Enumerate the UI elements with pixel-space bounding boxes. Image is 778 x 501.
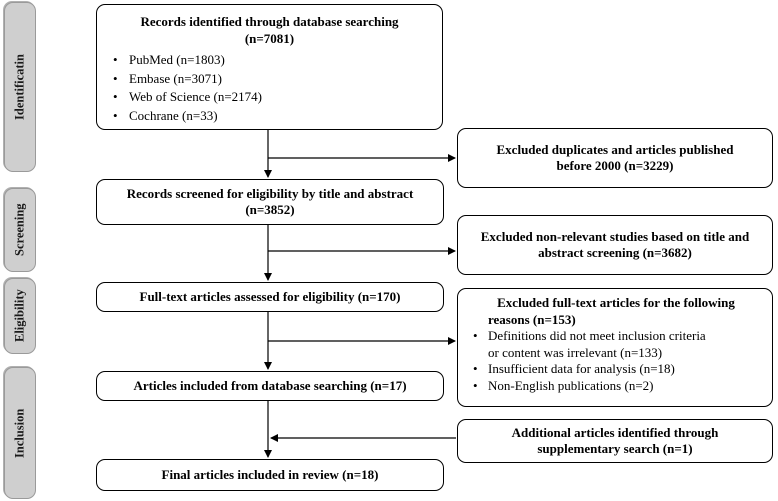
excluded-nonrelevant-box: Excluded non-relevant studies based on t… xyxy=(457,215,773,275)
excluded-duplicates-line: Excluded duplicates and articles publish… xyxy=(496,141,734,157)
included-database-box: Articles included from database searchin… xyxy=(96,371,444,401)
database-item: Cochrane (n=33) xyxy=(113,107,442,126)
additional-articles-line: supplementary search (n=1) xyxy=(537,441,693,456)
final-included-label: Final articles included in review (n=18) xyxy=(161,466,379,482)
final-included-box: Final articles included in review (n=18) xyxy=(96,459,444,491)
included-database-label: Articles included from database searchin… xyxy=(133,377,407,393)
exclusion-reason: Non-English publications (n=2) xyxy=(468,378,764,395)
exclusion-reason-line: Non-English publications (n=2) xyxy=(488,377,654,393)
exclusion-reason: Definitions did not meet inclusion crite… xyxy=(468,328,764,361)
excluded-nonrelevant-line: abstract screening (n=3682) xyxy=(538,245,692,260)
exclusion-reason-line: or content was irrelevant (n=133) xyxy=(488,344,663,360)
records-identified-box: Records identified through database sear… xyxy=(96,4,443,130)
exclusion-reason-line: Definitions did not meet inclusion crite… xyxy=(488,328,706,343)
excluded-fulltext-title: Excluded full-text articles for the foll… xyxy=(497,295,735,310)
excluded-fulltext-count: reasons (n=153) xyxy=(488,311,576,327)
excluded-nonrelevant-line: Excluded non-relevant studies based on t… xyxy=(480,228,750,244)
records-screened-count: (n=3852) xyxy=(245,202,295,217)
additional-articles-line: Additional articles identified through xyxy=(511,424,719,440)
fulltext-assessed-box: Full-text articles assessed for eligibil… xyxy=(96,282,444,312)
additional-articles-box: Additional articles identified through s… xyxy=(457,419,773,463)
records-screened-box: Records screened for eligibility by titl… xyxy=(96,179,444,225)
database-item: PubMed (n=1803) xyxy=(113,51,442,70)
records-identified-count: (n=7081) xyxy=(244,30,295,46)
database-item: Web of Science (n=2174) xyxy=(113,88,442,107)
exclusion-reason: Insufficient data for analysis (n=18) xyxy=(468,361,764,378)
records-identified-title: Records identified through database sear… xyxy=(140,14,399,29)
database-list: PubMed (n=1803) Embase (n=3071) Web of S… xyxy=(97,51,442,125)
database-item: Embase (n=3071) xyxy=(113,70,442,89)
excluded-duplicates-box: Excluded duplicates and articles publish… xyxy=(457,128,773,188)
exclusion-reasons-list: Definitions did not meet inclusion crite… xyxy=(468,328,764,394)
fulltext-assessed-label: Full-text articles assessed for eligibil… xyxy=(139,288,401,304)
excluded-fulltext-box: Excluded full-text articles for the foll… xyxy=(457,288,773,407)
records-screened-line: Records screened for eligibility by titl… xyxy=(126,185,414,201)
excluded-duplicates-line: before 2000 (n=3229) xyxy=(556,158,674,173)
exclusion-reason-line: Insufficient data for analysis (n=18) xyxy=(488,361,675,376)
